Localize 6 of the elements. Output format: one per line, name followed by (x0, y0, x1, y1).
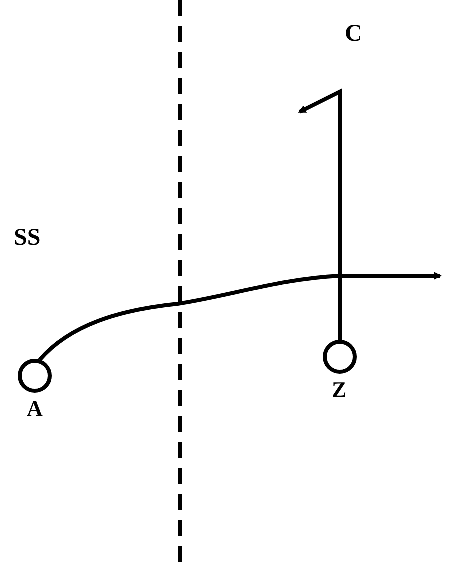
position-label: C (345, 22, 362, 46)
player-label: Z (332, 379, 347, 401)
position-label: SS (14, 226, 41, 250)
route-arrow (298, 88, 342, 340)
player-label: A (27, 398, 43, 420)
route-arrow (38, 272, 442, 362)
